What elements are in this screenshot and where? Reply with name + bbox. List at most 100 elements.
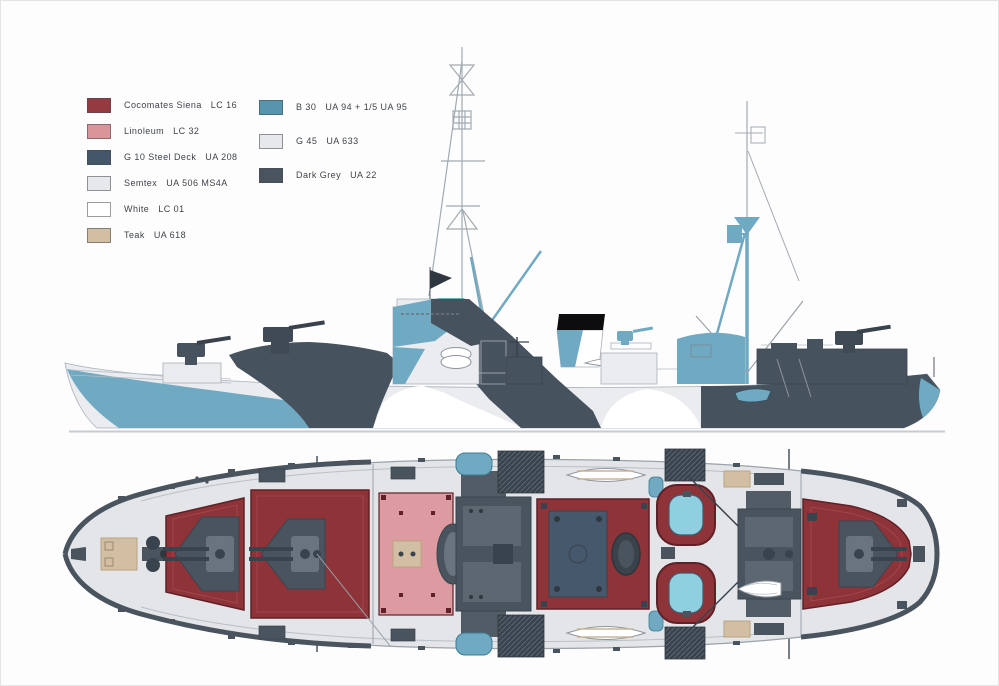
deck-winches [258,466,416,642]
deck-locker [754,473,784,485]
color-swatch [87,227,111,243]
paint-code: UA 506 MS4A [166,178,228,188]
life-raft-small [648,476,664,498]
legend-item: Cocomates Siena LC 16 [87,97,238,113]
life-rafts [455,452,493,656]
cargo-hold-fore-1 [163,497,245,611]
paint-name: Cocomates Siena [124,100,202,110]
lifeboat [565,468,647,482]
davits [776,358,812,398]
legend-item: Semtex UA 506 MS4A [87,175,238,191]
motor-boat [736,580,782,598]
color-swatch [87,123,111,139]
cargo-hold-fore-2 [249,489,370,619]
side-profile-view [64,47,945,433]
stern-gun [835,324,891,353]
color-swatch [259,99,283,115]
bow-bulwark [62,459,372,555]
paint-name: White [124,204,150,214]
deck-plan-view [62,448,940,660]
aa-platform [664,626,706,660]
paint-legend-right: B 30 UA 94 + 1/5 UA 95 G 45 UA 633 Dark Gr… [259,99,407,201]
bridge [392,298,513,385]
paint-legend-left: Cocomates Siena LC 16 Linoleum LC 32 G 10 … [87,97,238,253]
stern-fitting [897,601,907,609]
camo-dark-fore-sweep [229,342,399,428]
teak-grating [723,470,751,488]
paint-name: G 45 [296,136,318,146]
legend-item: Linoleum LC 32 [87,123,238,139]
funnel-cap [557,314,605,330]
legend-item: Teak UA 618 [87,227,238,243]
camo-white-mid [373,386,521,428]
bridge-plan [455,471,532,637]
deckhouse-outline [600,352,658,385]
steel-deck-panel [548,510,608,598]
paint-name: Teak [124,230,145,240]
color-swatch [87,149,111,165]
carley-floats [440,347,472,369]
signal-flag [429,267,452,299]
color-swatch [87,201,111,217]
paint-name: Dark Grey [296,170,342,180]
bow-bulwark [62,553,372,649]
gun-tub [656,562,716,624]
bow-gun [162,335,231,384]
paint-code: LC 01 [158,204,185,214]
boom-plan [316,553,392,648]
gun-platform [163,516,240,592]
camo-dark-aft [701,374,940,428]
legend-item: Dark Grey UA 22 [259,167,407,183]
winch-house [505,337,543,385]
color-swatch [259,167,283,183]
paint-name: G 10 Steel Deck [124,152,197,162]
camo-white-hump [601,389,701,428]
blue-boat [734,388,772,403]
deck-locker [754,623,784,635]
camo-blue-bow [67,369,313,428]
stern-bulwark [800,468,940,640]
aa-gun [610,326,654,350]
boiler-casing [536,498,650,610]
camo-blue-aft-house [677,332,745,384]
deck-locker [661,547,675,559]
paint-code: UA 94 + 1/5 UA 95 [325,102,408,112]
stern-fitting [897,499,907,507]
gun-platform [838,520,907,588]
paint-name: Linoleum [124,126,165,136]
paint-code: LC 32 [173,126,200,136]
legend-item: White LC 01 [87,201,238,217]
life-raft-small [648,610,664,632]
bow-fittings [71,536,170,572]
aa-platform [497,614,545,658]
aa-platform [664,448,706,482]
color-swatch [87,175,111,191]
paint-name: Semtex [124,178,158,188]
paint-code: UA 22 [350,170,377,180]
color-swatch [87,97,111,113]
forecastle-gun [263,320,325,354]
color-swatch [259,133,283,149]
paint-code: UA 208 [205,152,238,162]
paint-code: LC 16 [210,100,238,110]
mainmast-foot [785,550,793,558]
paint-code: UA 618 [153,230,187,240]
legend-item: G 45 UA 633 [259,133,407,149]
aa-platform [497,450,545,494]
paint-name: B 30 [296,102,317,112]
funnel [556,314,605,368]
stern-fitting [913,546,925,562]
deck-cleats [118,455,740,653]
legend-item: B 30 UA 94 + 1/5 UA 95 [259,99,407,115]
aft-deckhouse [756,339,908,385]
vent-outline [690,344,712,358]
camo-blue-stern-tip [918,378,940,418]
paint-code: UA 633 [326,136,359,146]
gun-platform [249,518,326,590]
lifeboat [565,626,647,640]
gun-tub [656,484,716,546]
teak-grating [723,620,751,638]
legend-item: G 10 Steel Deck UA 208 [87,149,238,165]
